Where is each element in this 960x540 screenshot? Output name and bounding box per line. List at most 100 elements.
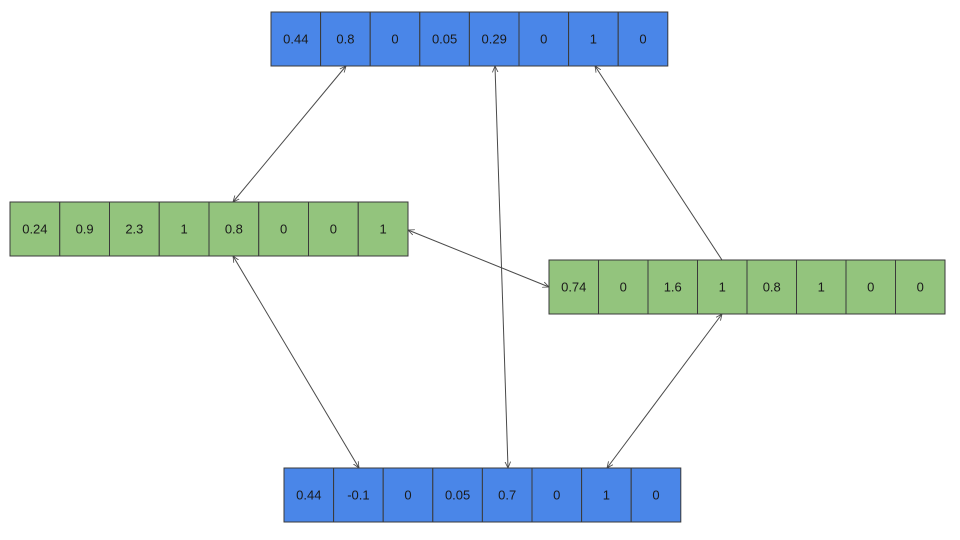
vector-top-cell: 0	[369, 11, 421, 67]
vector-bottom-cell: 0	[382, 467, 434, 523]
cell-box	[481, 467, 533, 523]
cell-box	[9, 201, 61, 257]
cell-value: 0	[553, 488, 560, 503]
cell-box	[531, 467, 583, 523]
cell-box	[382, 467, 434, 523]
vector-right-cell: 1.6	[647, 259, 698, 315]
vector-left-cell: 0.9	[59, 201, 110, 257]
cell-box	[158, 201, 210, 257]
cell-value: 0	[620, 280, 627, 295]
cell-box	[518, 11, 570, 67]
vector-right-cell: 0	[598, 259, 649, 315]
cell-value: 0	[917, 280, 924, 295]
vector-right-cell: 0	[895, 259, 946, 315]
connector-left-right	[408, 230, 549, 287]
vector-right-cell: 1	[697, 259, 748, 315]
cell-value: 0.29	[482, 32, 507, 47]
vector-bottom-cell: 0	[630, 467, 682, 523]
vector-left-cell: 1	[158, 201, 210, 257]
vector-top: 0.44 0.8 0 0.05 0.29 0 1 0	[270, 11, 669, 67]
vector-left-cell: 0	[258, 201, 309, 257]
cell-box	[746, 259, 797, 315]
cell-value: 1	[181, 222, 188, 237]
vector-right-cell: 0.8	[746, 259, 797, 315]
cell-box	[617, 11, 669, 67]
vector-left-cell: 0	[308, 201, 359, 257]
vector-left-cell: 0.8	[208, 201, 260, 257]
vector-left-cell: 2.3	[109, 201, 160, 257]
connector-top-bottom	[495, 66, 508, 468]
cell-value: -0.1	[347, 488, 369, 503]
vector-right-cell: 0.74	[548, 259, 599, 315]
vector-left-cell: 0.24	[9, 201, 61, 257]
cell-value: 0.24	[22, 222, 47, 237]
connectors	[233, 66, 722, 468]
cell-value: 0	[540, 32, 547, 47]
cell-value: 1	[818, 280, 825, 295]
cell-box	[581, 467, 632, 523]
cell-value: 1	[719, 280, 726, 295]
cell-value: 0	[404, 488, 411, 503]
cell-box	[598, 259, 649, 315]
cell-value: 0.44	[283, 32, 308, 47]
vector-top-cell: 0.8	[320, 11, 371, 67]
connector-left-bottom	[233, 256, 359, 468]
vector-bottom-cell: 0.7	[481, 467, 533, 523]
vector-bottom-cell: 0.05	[432, 467, 483, 523]
cell-box	[357, 201, 409, 257]
vector-top-cell: 0	[518, 11, 570, 67]
cell-box	[59, 201, 110, 257]
vector-top-cell: 0.44	[270, 11, 322, 67]
cell-value: 0.8	[763, 280, 781, 295]
cell-value: 0.74	[561, 280, 586, 295]
cell-value: 1	[590, 32, 597, 47]
cell-value: 0.05	[445, 488, 470, 503]
cell-box	[432, 467, 483, 523]
cell-box	[468, 11, 520, 67]
cell-box	[109, 201, 160, 257]
vector-bottom-cell: 0	[531, 467, 583, 523]
vector-top-cell: 0.29	[468, 11, 520, 67]
cell-box	[568, 11, 619, 67]
cell-box	[333, 467, 384, 523]
cell-value: 0	[652, 488, 659, 503]
vector-top-cell: 0	[617, 11, 669, 67]
cell-value: 0	[330, 222, 337, 237]
vector-right-cell: 0	[845, 259, 896, 315]
cell-value: 0.9	[76, 222, 94, 237]
vector-left-cell: 1	[357, 201, 409, 257]
cell-value: 0.05	[432, 32, 457, 47]
vector-bottom: 0.44 -0.1 0 0.05 0.7 0 1 0	[283, 467, 682, 523]
cell-value: 1	[380, 222, 387, 237]
cell-value: 1.6	[664, 280, 682, 295]
connector-top-left	[233, 66, 346, 202]
cell-value: 0.7	[498, 488, 516, 503]
vector-bottom-cell: 0.44	[283, 467, 335, 523]
vector-top-cell: 1	[568, 11, 619, 67]
cell-value: 0	[391, 32, 398, 47]
cell-box	[630, 467, 682, 523]
vector-right-cell: 1	[796, 259, 847, 315]
cell-box	[895, 259, 946, 315]
cell-box	[258, 201, 309, 257]
cell-value: 0.8	[336, 32, 354, 47]
cell-value: 0	[867, 280, 874, 295]
cell-box	[548, 259, 599, 315]
vector-left: 0.24 0.9 2.3 1 0.8 0 0 1	[9, 201, 409, 257]
cell-value: 2.3	[125, 222, 143, 237]
cell-box	[208, 201, 260, 257]
cell-value: 1	[603, 488, 610, 503]
cell-value: 0	[639, 32, 646, 47]
cell-box	[270, 11, 322, 67]
cell-value: 0.8	[225, 222, 243, 237]
vector-right: 0.74 0 1.6 1 0.8 1 0 0	[548, 259, 946, 315]
connector-right-bottom	[607, 314, 722, 468]
cell-value: 0	[280, 222, 287, 237]
cell-box	[419, 11, 470, 67]
connector-right-top	[595, 66, 723, 261]
vector-top-cell: 0.05	[419, 11, 470, 67]
vector-bottom-cell: 1	[581, 467, 632, 523]
vector-bottom-cell: -0.1	[333, 467, 384, 523]
cell-value: 0.44	[296, 488, 321, 503]
